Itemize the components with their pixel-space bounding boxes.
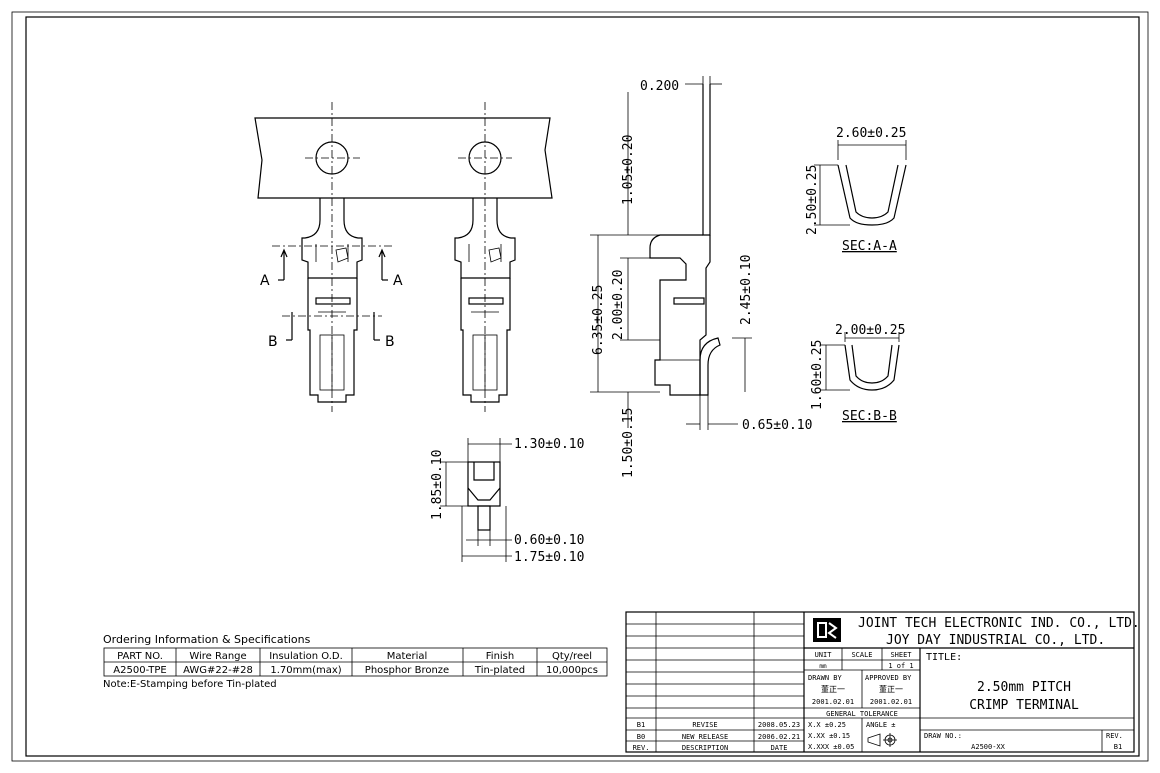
rev-2-desc: NEW RELEASE <box>682 733 728 741</box>
projection-symbol-icon <box>867 733 897 747</box>
dim-635: 6.35±0.25 <box>591 285 606 355</box>
tolerance-3: X.XXX ±0.05 <box>808 743 854 751</box>
dim-160: 1.60±0.25 <box>810 340 825 410</box>
tolerance-2: X.XX ±0.15 <box>808 732 850 740</box>
approved-by-label: APPROVED BY <box>865 674 912 682</box>
rev-value: B1 <box>1114 743 1122 751</box>
rev-header-rev: REV. <box>633 744 650 752</box>
scale-label: SCALE <box>851 651 872 659</box>
drawn-by-label: DRAWN BY <box>808 674 843 682</box>
side-contact-tip <box>702 84 711 236</box>
label-a-right: A <box>393 273 403 289</box>
sec-aa-label: SEC:A-A <box>842 239 897 254</box>
title-line-2: CRIMP TERMINAL <box>969 698 1079 713</box>
title-line-1: 2.50mm PITCH <box>977 680 1071 695</box>
label-b-right: B <box>385 334 395 350</box>
ordering-heading: Ordering Information & Specifications <box>103 633 311 646</box>
dim-200v: 2.00±0.20 <box>611 270 626 340</box>
col-material: Material <box>387 651 428 662</box>
dim-060: 0.60±0.10 <box>514 533 584 548</box>
col-wire-range: Wire Range <box>189 651 246 662</box>
outer-border <box>11 11 1149 762</box>
cell-part-no: A2500-TPE <box>113 665 166 676</box>
col-insulation: Insulation O.D. <box>269 651 343 662</box>
sec-bb-label: SEC:B-B <box>842 409 897 424</box>
section-a-arrow-left <box>280 248 288 280</box>
draw-no-value: A2500-XX <box>971 743 1006 751</box>
label-a-left: A <box>260 273 270 289</box>
dim-185: 1.85±0.10 <box>430 450 445 520</box>
rev-header-desc: DESCRIPTION <box>682 744 728 752</box>
dim-200h: 2.00±0.25 <box>835 323 905 338</box>
rev-1-date: 2008.05.23 <box>758 721 800 729</box>
rev-header-date: DATE <box>771 744 788 752</box>
company-logo-icon <box>813 618 841 642</box>
dim-250: 2.50±0.25 <box>805 165 820 235</box>
drawn-date: 2001.02.01 <box>812 698 854 706</box>
ordering-note: Note:E-Stamping before Tin-plated <box>103 679 277 690</box>
draw-no-label: DRAW NO.: <box>924 732 962 740</box>
dim-0200: 0.200 <box>640 79 679 94</box>
general-tolerance-label: GENERAL TOLERANCE <box>826 710 898 718</box>
label-b-left: B <box>268 334 278 350</box>
rev-1-id: B1 <box>637 721 645 729</box>
dim-175: 1.75±0.10 <box>514 550 584 565</box>
carrier-strip <box>254 117 553 199</box>
end-view: 1.30±0.10 1.85±0.10 0.60±0.10 1.75±0.10 <box>430 437 584 565</box>
cell-material: Phosphor Bronze <box>365 665 449 676</box>
cell-finish: Tin-plated <box>474 665 525 676</box>
col-qty: Qty/reel <box>552 651 592 662</box>
cell-wire-range: AWG#22-#28 <box>183 665 253 676</box>
section-a-arrow-right <box>378 248 386 280</box>
side-crimp-barrel <box>699 337 721 396</box>
side-view: 0.200 1.05±0.20 6.35±0.25 2.00±0.20 1.50… <box>590 76 812 478</box>
col-part-no: PART NO. <box>117 651 163 662</box>
unit-label: UNIT <box>815 651 833 659</box>
rev-2-id: B0 <box>637 733 645 741</box>
cell-insulation: 1.70mm(max) <box>270 665 341 676</box>
title-label: TITLE: <box>926 652 962 663</box>
rev-2-date: 2006.02.21 <box>758 733 800 741</box>
angle-label: ANGLE ± <box>866 721 896 729</box>
sheet-label: SHEET <box>890 651 912 659</box>
cell-qty: 10,000pcs <box>546 665 598 676</box>
ordering-table: Ordering Information & Specifications PA… <box>103 633 608 690</box>
inner-border <box>25 16 1140 757</box>
sheet-value: 1 of 1 <box>888 662 913 670</box>
dim-245: 2.45±0.10 <box>739 255 754 325</box>
rev-label: REV. <box>1106 732 1123 740</box>
section-b-b: 2.00±0.25 1.60±0.25 SEC:B-B <box>810 323 905 424</box>
rev-1-desc: REVISE <box>692 721 717 729</box>
drawn-by-name: 董正一 <box>821 684 845 694</box>
front-view: A A B B <box>254 102 553 412</box>
title-block: B1 REVISE 2008.05.23 B0 NEW RELEASE 2006… <box>625 611 1140 753</box>
terminal-right <box>454 198 516 403</box>
dim-130: 1.30±0.10 <box>514 437 584 452</box>
company-name-1: JOINT TECH ELECTRONIC IND. CO., LTD. <box>858 616 1140 631</box>
company-name-2: JOY DAY INDUSTRIAL CO., LTD. <box>886 633 1105 648</box>
approved-by-name: 董正一 <box>879 684 903 694</box>
dim-105: 1.05±0.20 <box>621 135 636 205</box>
approved-date: 2001.02.01 <box>870 698 912 706</box>
col-finish: Finish <box>486 651 514 662</box>
tolerance-1: X.X ±0.25 <box>808 721 846 729</box>
section-a-a: 2.60±0.25 2.50±0.25 SEC:A-A <box>805 126 907 254</box>
dim-065: 0.65±0.10 <box>742 418 812 433</box>
dim-150: 1.50±0.15 <box>621 408 636 478</box>
unit-value: mm <box>819 663 827 670</box>
terminal-left <box>301 198 363 403</box>
dim-260: 2.60±0.25 <box>836 126 906 141</box>
